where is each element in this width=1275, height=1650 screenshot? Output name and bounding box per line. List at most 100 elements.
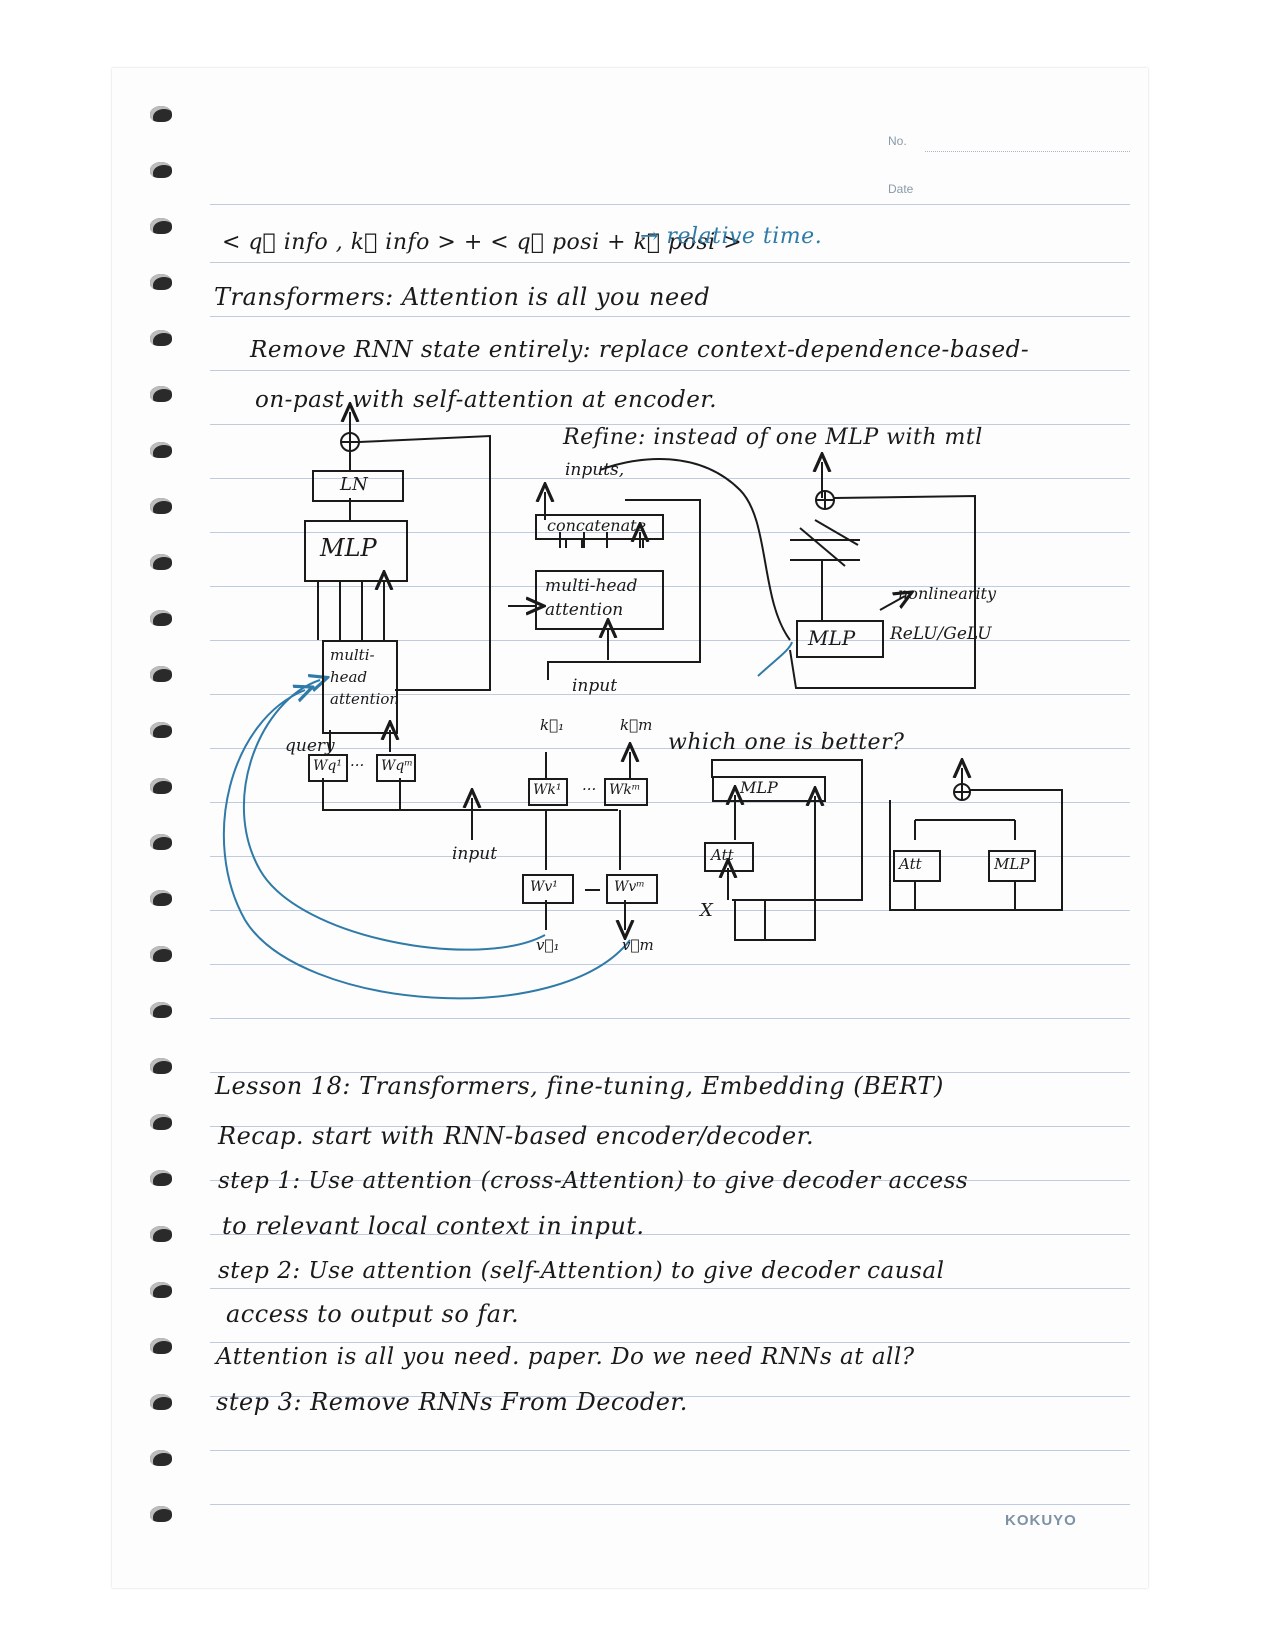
mlp-label-left: MLP (320, 534, 377, 562)
compare-mlp-label: MLP (740, 778, 778, 797)
compare-att-box: Att (704, 842, 754, 872)
relu-gelu-label: ReLU/GeLU (890, 624, 992, 644)
wv1-label: Wv¹ (530, 879, 558, 895)
lesson-recap: Recap. start with RNN-based encoder/deco… (218, 1122, 815, 1150)
rule-line (210, 1342, 1130, 1343)
rule-line (210, 424, 1130, 425)
binder-hole (150, 274, 172, 290)
binder-hole (150, 218, 172, 234)
compare-mlp-box-2: MLP (988, 850, 1036, 882)
binder-hole (150, 162, 172, 178)
comparison-question: which one is better? (668, 730, 905, 755)
dots-left: ... (350, 752, 365, 770)
rule-line (210, 1126, 1130, 1127)
mlp-box-right: MLP (796, 620, 884, 658)
refine-note: Refine: instead of one MLP with mtl (563, 425, 983, 450)
binder-hole (150, 106, 172, 122)
compare-mlp-box: MLP (712, 776, 826, 802)
binder-hole (150, 666, 172, 682)
rule-line (210, 204, 1130, 205)
rule-line (210, 316, 1130, 317)
nonlinearity-label: nonlinearity (898, 584, 997, 603)
layer-norm-label: LN (340, 474, 368, 495)
rule-line (210, 1288, 1130, 1289)
rule-line (210, 262, 1130, 263)
compare-att-label: Att (711, 846, 734, 864)
rule-line (210, 370, 1130, 371)
multi-head-attention-box-middle: multi-head attention (535, 570, 664, 630)
mha-line-2-middle: attention (545, 600, 624, 620)
binder-hole (150, 498, 172, 514)
binder-hole (150, 722, 172, 738)
mha-line-1-left: multi- (330, 646, 375, 664)
binder-hole (150, 1226, 172, 1242)
formula: < q⃗ info , k⃗ info > + < q⃗ posi + k⃗ p… (222, 230, 743, 255)
compare-att-label-2: Att (899, 855, 922, 873)
wkm-label: Wkᵐ (609, 782, 641, 798)
no-line (925, 151, 1130, 152)
compare-mlp-label-2: MLP (994, 855, 1030, 873)
brand-logo: KOKUYO (1005, 1512, 1077, 1529)
rule-line (210, 478, 1130, 479)
no-label: No. (888, 134, 907, 148)
mha-line-1-middle: multi-head (545, 576, 638, 596)
binder-hole (150, 1170, 172, 1186)
binder-hole (150, 1282, 172, 1298)
rule-line (210, 856, 1130, 857)
rule-line (210, 1234, 1130, 1235)
mlp-label-right: MLP (808, 626, 856, 650)
wqm-box: Wqᵐ (376, 754, 416, 782)
binder-hole (150, 834, 172, 850)
wqm-label: Wqᵐ (381, 758, 413, 774)
km-label: k⃗m (620, 716, 653, 734)
wvm-box: Wvᵐ (606, 874, 658, 904)
binder-hole (150, 1394, 172, 1410)
binder-hole (150, 1058, 172, 1074)
wvm-label: Wvᵐ (614, 879, 645, 895)
rule-line (210, 640, 1130, 641)
lesson-step2a: step 2: Use attention (self-Attention) t… (218, 1258, 945, 1284)
inputs-label: inputs, (565, 460, 625, 480)
rule-line (210, 910, 1130, 911)
lesson-attention-paper: Attention is all you need. paper. Do we … (216, 1344, 915, 1370)
wk1-label: Wk¹ (533, 782, 562, 798)
binder-hole (150, 1114, 172, 1130)
wkm-box: Wkᵐ (604, 778, 648, 806)
binder-hole (150, 386, 172, 402)
binder-hole (150, 610, 172, 626)
wv1-box: Wv¹ (522, 874, 574, 904)
compare-x-label: X (700, 900, 713, 921)
binder-hole (150, 1002, 172, 1018)
multi-head-attention-box-left: multi- head attention (322, 640, 399, 734)
lesson-step3: step 3: Remove RNNs From Decoder. (216, 1388, 688, 1416)
binder-hole (150, 330, 172, 346)
rule-line (210, 1450, 1130, 1451)
rule-line (210, 802, 1130, 803)
wq1-label: Wq¹ (313, 758, 342, 774)
k1-label: k⃗₁ (540, 716, 565, 734)
input-label-left: input (452, 844, 498, 864)
vm-label: v⃗m (622, 936, 654, 954)
binder-hole (150, 554, 172, 570)
date-label: Date (888, 182, 914, 196)
concatenate-box: concatenate (535, 514, 664, 540)
rule-line (210, 1504, 1130, 1505)
mlp-box-left: MLP (304, 520, 408, 582)
layer-norm-box: LN (312, 470, 404, 502)
binder-hole (150, 1338, 172, 1354)
lesson-step1a: step 1: Use attention (cross-Attention) … (218, 1168, 969, 1194)
compare-att-box-2: Att (893, 850, 941, 882)
rule-line (210, 694, 1130, 695)
note-line-3: on-past with self-attention at encoder. (255, 387, 718, 413)
binder-hole (150, 1450, 172, 1466)
formula-note: → relative time. (640, 224, 823, 249)
input-label-middle: input (572, 676, 618, 696)
notebook-page (112, 68, 1148, 1588)
query-label: query (285, 736, 335, 756)
rule-line (210, 1180, 1130, 1181)
lesson-step2b: access to output so far. (226, 1300, 520, 1328)
mha-line-2-left: head (330, 668, 368, 686)
lesson-title: Lesson 18: Transformers, fine-tuning, Em… (215, 1072, 944, 1100)
concatenate-label: concatenate (547, 516, 647, 535)
